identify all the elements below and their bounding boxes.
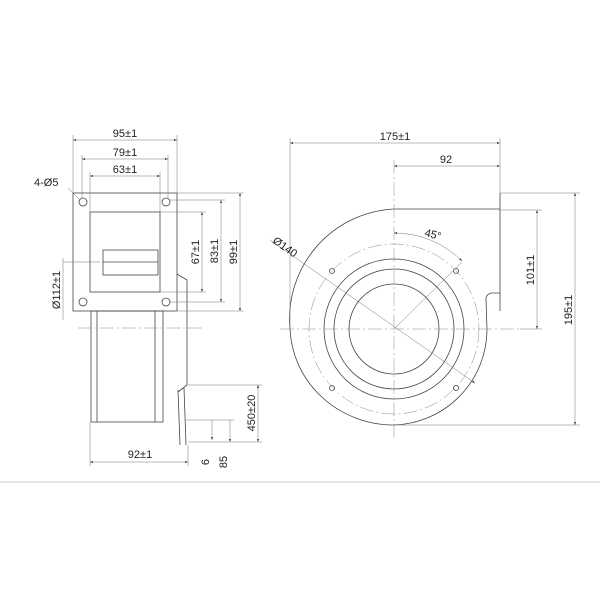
flange bbox=[72, 192, 178, 312]
dim-width: 175±1 bbox=[380, 131, 411, 143]
mount-hole bbox=[161, 297, 171, 307]
dim-cable-length: 450±20 bbox=[246, 395, 258, 432]
dim-strip-long: 85 bbox=[218, 456, 230, 468]
side-view: 95±1 79±1 63±1 4-Ø5 67±1 83±1 99±1 Ø112±… bbox=[34, 128, 262, 468]
dim-depth: 92±1 bbox=[128, 449, 152, 461]
dim-strip-short: 6 bbox=[200, 459, 212, 465]
outlet-lip bbox=[176, 273, 188, 393]
bolt-hole bbox=[329, 385, 335, 391]
dim-angle: 45° bbox=[423, 227, 442, 243]
dim-diameter: Ø112±1 bbox=[51, 271, 63, 309]
mount-hole bbox=[78, 297, 88, 307]
dim-height-outer: 99±1 bbox=[228, 240, 240, 264]
dim-outlet-height: 101±1 bbox=[525, 255, 537, 286]
dim-height-inner: 67±1 bbox=[190, 240, 202, 264]
dim-height: 195±1 bbox=[563, 295, 575, 326]
outlet-window bbox=[89, 211, 161, 293]
dim-diameter: Ø140 bbox=[270, 235, 299, 260]
dim-height-mid: 83±1 bbox=[209, 239, 221, 263]
mount-hole bbox=[161, 197, 171, 207]
dim-width-mid: 79±1 bbox=[113, 147, 137, 159]
scroll-housing bbox=[289, 208, 500, 426]
holes-label: 4-Ø5 bbox=[34, 177, 58, 189]
dim-width-inner: 63±1 bbox=[113, 164, 137, 176]
cable bbox=[177, 387, 187, 446]
bolt-hole bbox=[329, 268, 335, 274]
motor-visible bbox=[102, 249, 159, 276]
dim-outlet-offset: 92 bbox=[440, 154, 452, 166]
housing-body bbox=[90, 310, 164, 423]
bolt-hole bbox=[453, 385, 459, 391]
dim-width-outer: 95±1 bbox=[113, 128, 137, 140]
mount-hole bbox=[78, 197, 88, 207]
bolt-hole bbox=[453, 268, 459, 274]
front-view: 175±1 92 45° Ø140 101±1 195±1 bbox=[269, 131, 580, 440]
